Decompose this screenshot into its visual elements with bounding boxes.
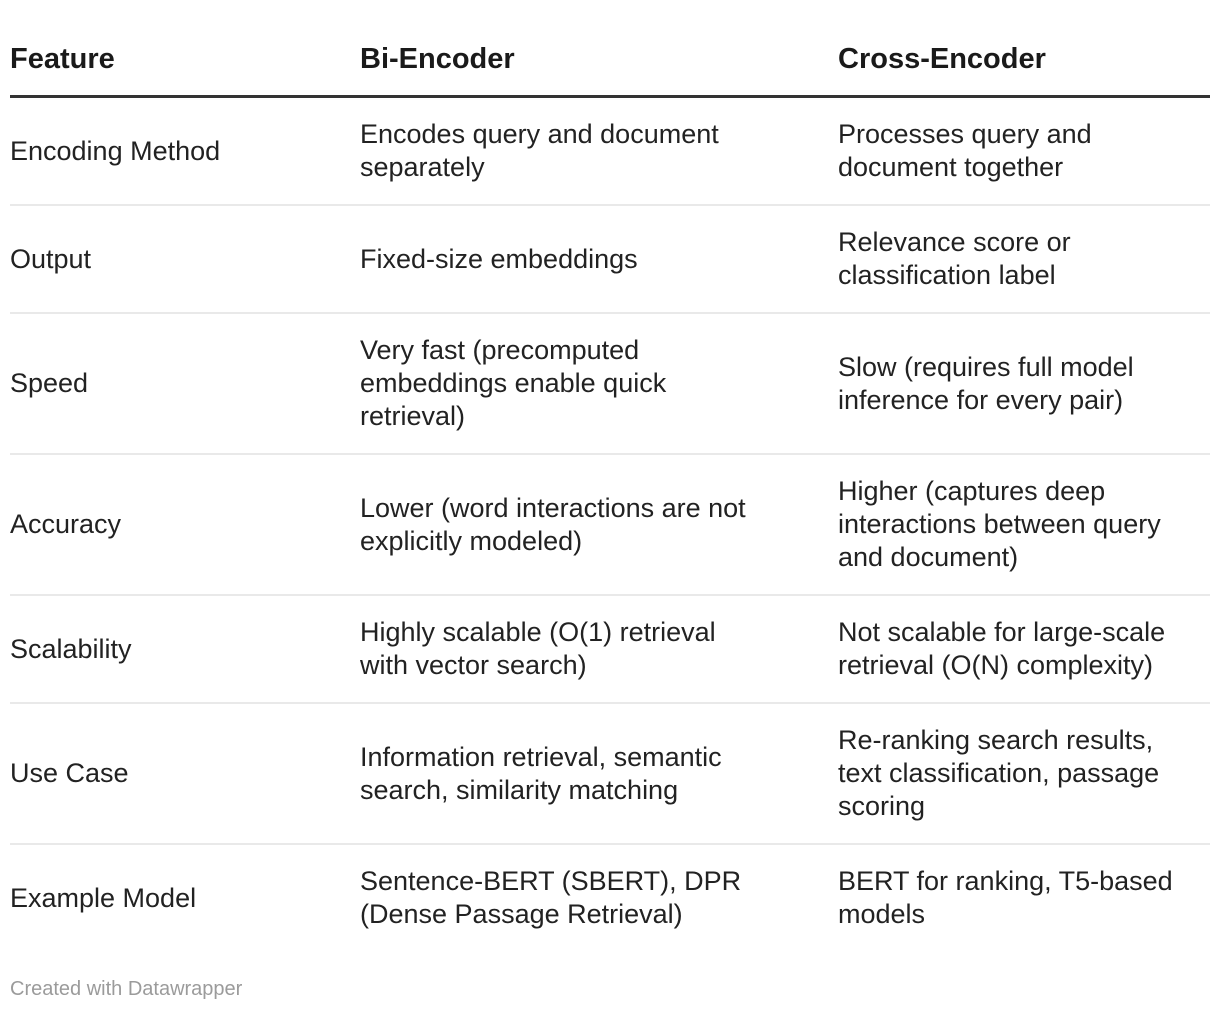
feature-label: Accuracy: [10, 509, 122, 539]
bi-encoder-value: Lower (word interactions are not explici…: [360, 492, 746, 556]
bi-encoder-value: Very fast (precomputed embeddings enable…: [360, 335, 667, 431]
feature-label: Output: [10, 243, 92, 274]
cross-encoder-value: Relevance score or classification label: [838, 227, 1071, 290]
column-header-bi-encoder: Bi-Encoder: [360, 0, 838, 98]
column-header-label: Feature: [10, 43, 115, 75]
feature-cell: Use Case: [10, 703, 360, 845]
bi-encoder-cell: Lower (word interactions are not explici…: [360, 454, 838, 596]
bi-encoder-value: Encodes query and document separately: [360, 119, 719, 182]
table-row-use-case: Use Case Information retrieval, semantic…: [10, 703, 1210, 845]
feature-cell: Accuracy: [10, 454, 360, 596]
feature-label: Example Model: [10, 882, 197, 913]
table-row-encoding-method: Encoding Method Encodes query and docume…: [10, 96, 1210, 206]
cross-encoder-value: Re-ranking search results, text classifi…: [838, 725, 1160, 821]
bi-encoder-value: Information retrieval, semantic search, …: [360, 741, 722, 805]
cross-encoder-value: Higher (captures deep interactions betwe…: [838, 476, 1161, 572]
column-header-label: Cross-Encoder: [838, 43, 1046, 75]
bi-encoder-value: Highly scalable (O(1) retrieval with vec…: [360, 617, 716, 680]
comparison-table: Feature Bi-Encoder Cross-Encoder Encodin…: [10, 0, 1210, 951]
feature-cell: Encoding Method: [10, 96, 360, 206]
cross-encoder-cell: Higher (captures deep interactions betwe…: [838, 454, 1210, 596]
bi-encoder-cell: Sentence-BERT (SBERT), DPR (Dense Passag…: [360, 844, 838, 951]
bi-encoder-cell: Information retrieval, semantic search, …: [360, 703, 838, 845]
cross-encoder-cell: Re-ranking search results, text classifi…: [838, 703, 1210, 845]
bi-encoder-cell: Encodes query and document separately: [360, 96, 838, 206]
column-header-label: Bi-Encoder: [360, 43, 515, 75]
feature-cell: Speed: [10, 313, 360, 455]
feature-label: Encoding Method: [10, 135, 221, 166]
feature-label: Scalability: [10, 633, 132, 664]
table-row-output: Output Fixed-size embeddings Relevance s…: [10, 205, 1210, 314]
cross-encoder-cell: Not scalable for large-scale retrieval (…: [838, 595, 1210, 704]
table-row-accuracy: Accuracy Lower (word interactions are no…: [10, 454, 1210, 596]
feature-cell: Example Model: [10, 844, 360, 951]
column-header-feature: Feature: [10, 0, 360, 98]
bi-encoder-cell: Fixed-size embeddings: [360, 205, 838, 314]
feature-label: Speed: [10, 368, 89, 398]
cross-encoder-value: Processes query and document together: [838, 119, 1092, 182]
cross-encoder-cell: Slow (requires full model inference for …: [838, 313, 1210, 455]
cross-encoder-cell: Relevance score or classification label: [838, 205, 1210, 314]
bi-encoder-value: Sentence-BERT (SBERT), DPR (Dense Passag…: [360, 866, 742, 929]
feature-label: Use Case: [10, 758, 129, 788]
bi-encoder-cell: Very fast (precomputed embeddings enable…: [360, 313, 838, 455]
datawrapper-attribution-link[interactable]: Created with Datawrapper: [10, 978, 243, 1000]
cross-encoder-value: BERT for ranking, T5-based models: [838, 866, 1173, 929]
table-row-speed: Speed Very fast (precomputed embeddings …: [10, 313, 1210, 455]
table-row-scalability: Scalability Highly scalable (O(1) retrie…: [10, 595, 1210, 704]
bi-encoder-cell: Highly scalable (O(1) retrieval with vec…: [360, 595, 838, 704]
feature-cell: Scalability: [10, 595, 360, 704]
header-row: Feature Bi-Encoder Cross-Encoder: [10, 0, 1210, 98]
cross-encoder-cell: Processes query and document together: [838, 96, 1210, 206]
cross-encoder-value: Slow (requires full model inference for …: [838, 351, 1134, 415]
feature-cell: Output: [10, 205, 360, 314]
column-header-cross-encoder: Cross-Encoder: [838, 0, 1210, 98]
bi-encoder-value: Fixed-size embeddings: [360, 243, 638, 274]
cross-encoder-cell: BERT for ranking, T5-based models: [838, 844, 1210, 951]
table-row-example-model: Example Model Sentence-BERT (SBERT), DPR…: [10, 844, 1210, 951]
cross-encoder-value: Not scalable for large-scale retrieval (…: [838, 617, 1166, 680]
